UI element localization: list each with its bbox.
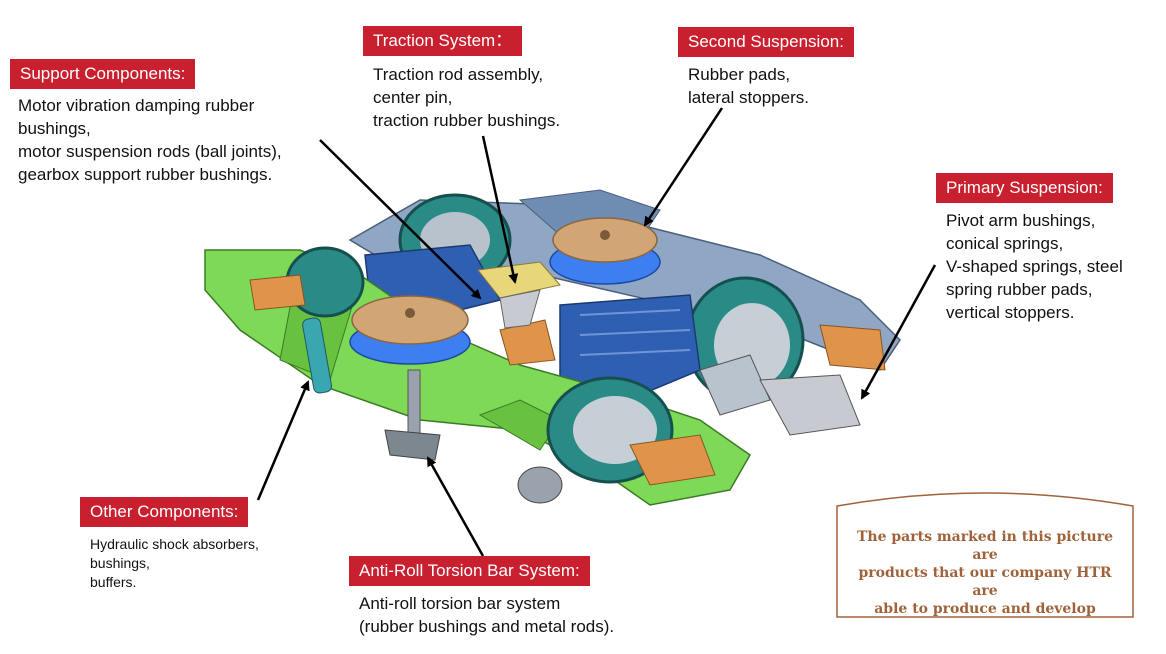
primary-suspension-tag: Primary Suspension: [936,173,1113,203]
support-components-text: Motor vibration damping rubber bushings,… [18,96,282,184]
traction-center-pin [477,261,561,329]
support-components-tag: Support Components: [10,59,196,89]
primary-suspension-text: Pivot arm bushings, conical springs, V-s… [946,211,1123,322]
arrow-primary [860,264,937,400]
company-note-text: The parts marked in this picture are pro… [856,529,1114,617]
gearbox [517,354,861,504]
arrow-traction [481,135,519,284]
traction-system-tag: Traction System： [363,26,523,56]
company-note-box: The parts marked in this picture are pro… [836,492,1134,618]
anti-roll-torsion-bar-tag: Anti-Roll Torsion Bar System: [349,556,590,586]
arrow-second [643,107,724,227]
arrow-support [319,139,482,300]
pointer-arrows [256,107,937,557]
anti-roll-torsion-bar [384,369,441,461]
air-springs [349,217,661,365]
other-components-text: Hydraulic shock absorbers, bushings, buf… [90,536,259,590]
arrow-antiroll [426,456,485,557]
anti-roll-torsion-bar-text: Anti-roll torsion bar system (rubber bus… [359,594,615,636]
traction-system-text: Traction rod assembly, center pin, tract… [373,65,561,130]
second-suspension-tag: Second Suspension: [678,27,854,57]
shock-absorber [302,317,333,394]
arrow-other [256,380,310,501]
second-suspension-text: Rubber pads, lateral stoppers. [688,65,809,107]
other-components-tag: Other Components: [80,497,249,527]
axle-boxes [249,274,886,486]
note-frame [836,492,1134,618]
